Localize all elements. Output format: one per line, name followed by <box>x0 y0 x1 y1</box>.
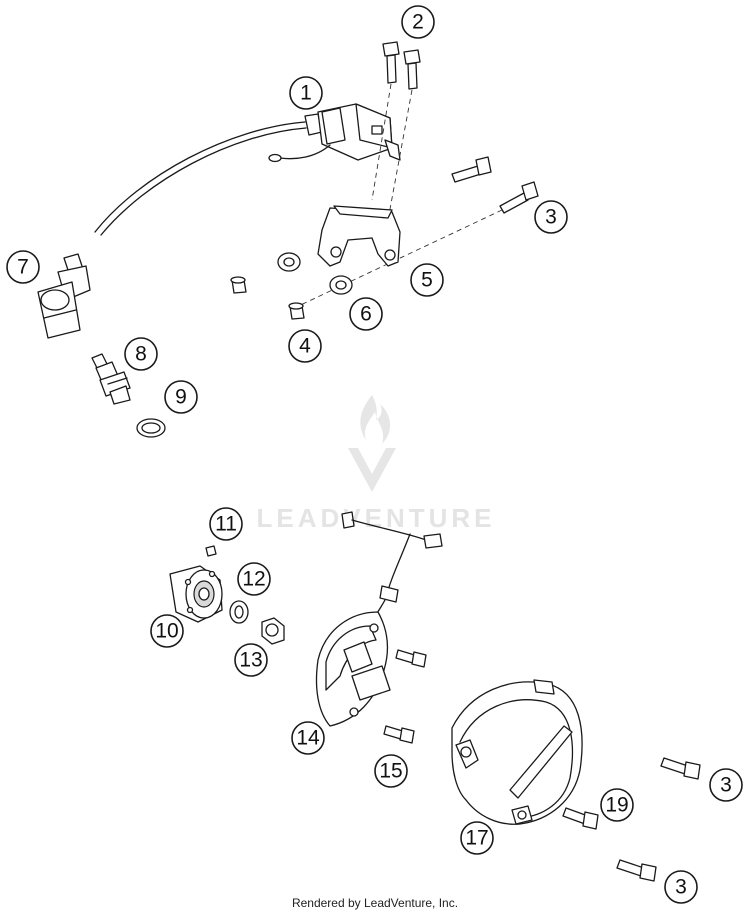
svg-text:6: 6 <box>360 303 372 326</box>
callout-5: 5 <box>410 263 444 297</box>
svg-text:1: 1 <box>300 82 312 105</box>
callout-3-bracket: 3 <box>534 200 568 234</box>
callout-6: 6 <box>349 297 383 331</box>
bushings <box>230 276 305 320</box>
watermark-v-icon <box>348 448 396 492</box>
stator <box>315 611 391 727</box>
callout-13: 13 <box>234 643 268 677</box>
svg-text:3: 3 <box>720 774 732 797</box>
callout-9: 9 <box>164 380 198 414</box>
callout-3-cover-upper: 3 <box>709 768 743 802</box>
svg-text:7: 7 <box>17 256 29 279</box>
callout-19: 19 <box>600 788 634 822</box>
ignition-cable <box>94 121 306 233</box>
watermark-text: LEADVENTURE <box>256 503 495 533</box>
svg-text:5: 5 <box>421 269 433 292</box>
coil-bracket <box>317 205 401 267</box>
svg-text:8: 8 <box>135 343 147 366</box>
watermark-flame-icon <box>360 395 391 444</box>
svg-text:14: 14 <box>296 727 320 750</box>
bracket-bolts <box>289 156 539 311</box>
svg-text:9: 9 <box>175 386 187 409</box>
rubber-grommets <box>277 252 353 295</box>
ignition-coil <box>268 103 401 163</box>
flywheel <box>169 565 223 623</box>
leadventure-watermark: LEADVENTURE <box>256 395 495 533</box>
callout-11: 11 <box>209 507 243 541</box>
cover-screws <box>562 757 701 882</box>
spark-plug <box>91 353 131 405</box>
footer-credit: Rendered by LeadVenture, Inc. <box>291 896 459 910</box>
ignition-cover <box>451 679 583 825</box>
callout-1: 1 <box>289 76 323 110</box>
callout-8: 8 <box>124 337 158 371</box>
svg-text:12: 12 <box>242 568 265 591</box>
flywheel-nut <box>261 617 285 645</box>
coil-bolts <box>371 41 421 221</box>
woodruff-key <box>205 545 217 557</box>
callout-12: 12 <box>237 562 271 596</box>
washer <box>229 600 249 624</box>
callout-2: 2 <box>401 5 435 39</box>
callout-7: 7 <box>6 250 40 284</box>
svg-text:3: 3 <box>545 206 557 229</box>
callout-3-cover-lower: 3 <box>664 870 698 904</box>
svg-text:15: 15 <box>379 760 402 783</box>
svg-text:4: 4 <box>299 335 311 358</box>
callout-10: 10 <box>150 614 184 648</box>
svg-text:3: 3 <box>675 876 687 899</box>
svg-text:11: 11 <box>215 513 237 536</box>
svg-text:13: 13 <box>239 649 262 672</box>
svg-text:10: 10 <box>155 620 178 643</box>
stator-screws <box>383 649 427 744</box>
callout-14: 14 <box>291 721 325 755</box>
callout-17: 17 <box>460 821 494 855</box>
svg-text:17: 17 <box>465 827 488 850</box>
callout-15: 15 <box>374 754 408 788</box>
svg-text:19: 19 <box>605 794 628 817</box>
spark-plug-connector <box>37 253 91 339</box>
svg-text:2: 2 <box>412 11 424 34</box>
callout-4: 4 <box>288 329 322 363</box>
sealing-ring <box>136 418 166 438</box>
